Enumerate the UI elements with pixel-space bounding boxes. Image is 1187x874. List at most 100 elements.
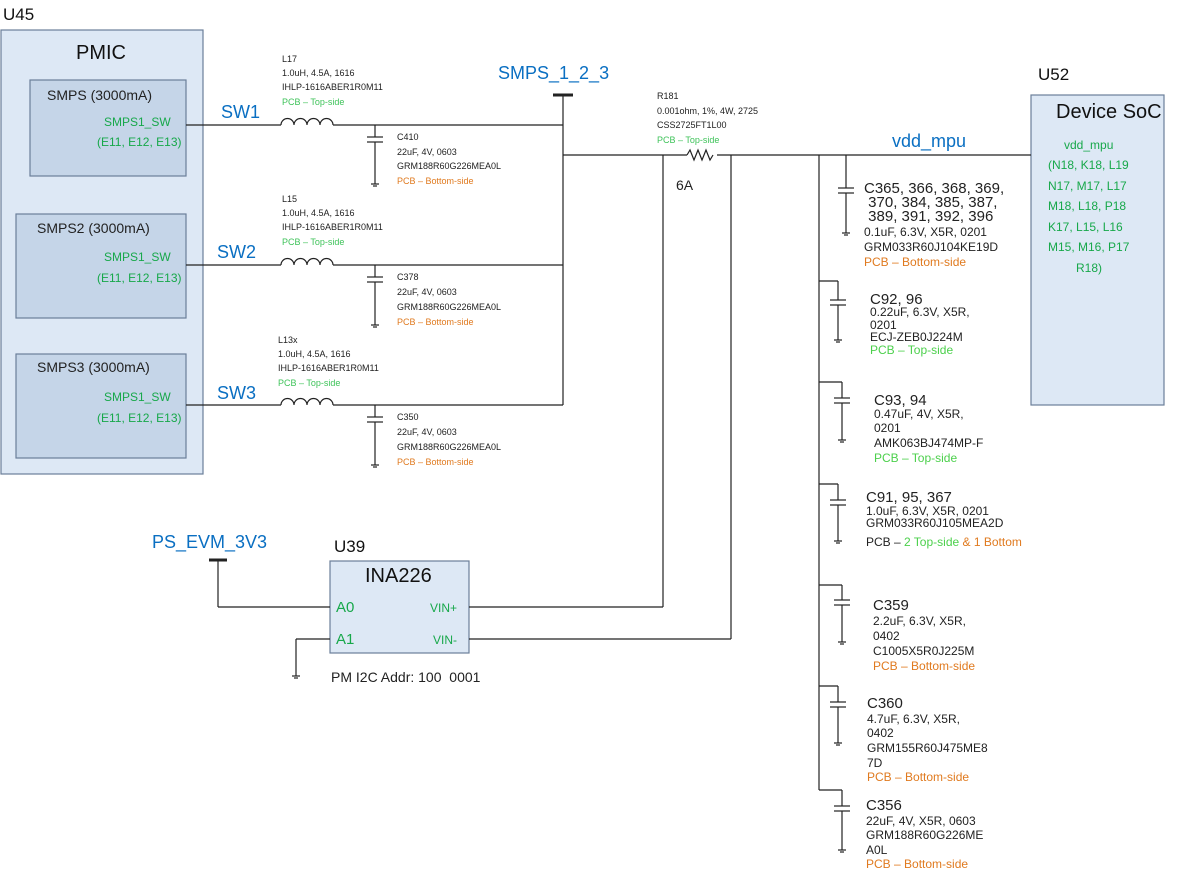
- decap-value: 0402: [873, 629, 900, 643]
- decap-side-prefix: PCB –: [866, 535, 905, 549]
- ina-pin-vinp: VIN+: [430, 601, 458, 615]
- decap-side: PCB – Bottom-side: [866, 857, 969, 871]
- ina-block: [329, 560, 470, 654]
- decap-ref: C360: [867, 695, 903, 712]
- l17-side: PCB – Top-side: [282, 97, 345, 107]
- c378-side: PCB – Bottom-side: [397, 317, 474, 327]
- soc-balls-line: M18, L18, P18: [1048, 199, 1127, 213]
- smps3-label: SMPS3 (3000mA): [37, 359, 150, 375]
- c350-ref: C350: [397, 412, 419, 422]
- l17-value: 1.0uH, 4.5A, 1616: [282, 68, 355, 78]
- decap-ref: 389, 391, 392, 396: [864, 208, 994, 225]
- decap-part: AMK063BJ474MP-F: [874, 436, 984, 450]
- decap-ref: C365, 366, 368, 369,: [864, 180, 1005, 197]
- l13x-part: IHLP-1616ABER1R0M11: [278, 363, 379, 373]
- c378-value: 22uF, 4V, 0603: [397, 287, 457, 297]
- decap-value: 0.47uF, 4V, X5R,: [874, 407, 964, 421]
- l15-part: IHLP-1616ABER1R0M11: [282, 222, 383, 232]
- decap-value: 0.22uF, 6.3V, X5R,: [870, 305, 970, 319]
- soc-balls-line: (N18, K18, L19: [1048, 158, 1129, 172]
- pmic-ref: U45: [3, 5, 35, 24]
- net-ps-evm-3v3: PS_EVM_3V3: [152, 532, 268, 552]
- ina-i2c-address: PM I2C Addr: 100 0001: [331, 669, 481, 685]
- c410-part: GRM188R60G226MEA0L: [397, 161, 502, 171]
- r181-current: 6A: [676, 177, 694, 193]
- l13x-ref: L13x: [278, 335, 298, 345]
- soc-block: [1030, 94, 1165, 406]
- r181-value: 0.001ohm, 1%, 4W, 2725: [657, 106, 759, 116]
- decap-part: GRM033R60J104KE19D: [864, 240, 999, 254]
- decap-side: PCB – 2 Top-side & 1 Bottom: [866, 536, 1022, 548]
- l15-value: 1.0uH, 4.5A, 1616: [282, 208, 355, 218]
- decap-ref: 370, 384, 385, 387,: [864, 194, 998, 211]
- smps1-label: SMPS (3000mA): [47, 87, 153, 103]
- ina-title: INA226: [365, 565, 432, 587]
- smps1-block: [29, 79, 187, 177]
- decap-ref: C356: [866, 797, 902, 814]
- r181-part: CSS2725FT1L00: [657, 120, 727, 130]
- l13x-value: 1.0uH, 4.5A, 1616: [278, 349, 351, 359]
- decap-ref: C93, 94: [874, 392, 927, 409]
- smps2-block: [15, 213, 187, 319]
- net-sw1: SW1: [221, 102, 261, 122]
- soc-balls-line: M15, M16, P17: [1048, 240, 1130, 254]
- c378-ref: C378: [397, 272, 419, 282]
- inductor-l13x-symbol: [280, 397, 334, 406]
- smps2-balls: (E11, E12, E13): [97, 271, 182, 285]
- decap-side: PCB – Top-side: [874, 451, 958, 465]
- shunt-r181-symbol: [686, 148, 714, 162]
- l15-side: PCB – Top-side: [282, 237, 345, 247]
- net-sw3: SW3: [217, 383, 257, 403]
- net-vdd-mpu: vdd_mpu: [892, 131, 967, 151]
- smps2-pin: SMPS1_SW: [104, 250, 171, 264]
- ina-pin-vinm: VIN-: [433, 633, 457, 647]
- c350-value: 22uF, 4V, 0603: [397, 427, 457, 437]
- smps3-balls: (E11, E12, E13): [97, 411, 182, 425]
- decap-side: PCB – Bottom-side: [873, 659, 976, 673]
- soc-balls-line: K17, L15, L16: [1048, 220, 1123, 234]
- r181-side: PCB – Top-side: [657, 135, 720, 145]
- decap-side: PCB – Bottom-side: [864, 255, 967, 269]
- decap-part: GRM188R60G226ME: [866, 828, 984, 842]
- net-sw2: SW2: [217, 242, 257, 262]
- ina-pin-a0: A0: [336, 599, 355, 616]
- decap-value: 0201: [874, 421, 901, 435]
- decap-part: GRM155R60J475ME8: [867, 741, 988, 755]
- c350-part: GRM188R60G226MEA0L: [397, 442, 502, 452]
- decap-value: 2.2uF, 6.3V, X5R,: [873, 614, 966, 628]
- decap-ref: C359: [873, 597, 909, 614]
- c378-part: GRM188R60G226MEA0L: [397, 302, 502, 312]
- c410-value: 22uF, 4V, 0603: [397, 147, 457, 157]
- decap-value: 0201: [870, 318, 897, 332]
- soc-balls-line: N17, M17, L17: [1048, 179, 1127, 193]
- decap-part: GRM033R60J105MEA2D: [866, 516, 1004, 530]
- decap-side-joiner: &: [959, 535, 974, 549]
- decap-value: 4.7uF, 6.3V, X5R,: [867, 712, 960, 726]
- c350-side: PCB – Bottom-side: [397, 457, 474, 467]
- l17-part: IHLP-1616ABER1R0M11: [282, 82, 383, 92]
- decap-value: 22uF, 4V, X5R, 0603: [866, 814, 976, 828]
- decap-side: PCB – Top-side: [870, 343, 954, 357]
- decap-part: C1005X5R0J225M: [873, 644, 975, 658]
- decap-value: 1.0uF, 6.3V, X5R, 0201: [866, 504, 989, 518]
- decap-side: PCB – Bottom-side: [867, 770, 970, 784]
- decap-side-bottom: 1 Bottom: [973, 535, 1022, 549]
- c410-side: PCB – Bottom-side: [397, 176, 474, 186]
- decap-part: 7D: [867, 756, 883, 770]
- net-smps-1-2-3: SMPS_1_2_3: [498, 63, 610, 83]
- decap-ref: C92, 96: [870, 291, 923, 308]
- soc-pin: vdd_mpu: [1064, 138, 1114, 152]
- soc-balls-line: R18): [1076, 261, 1103, 275]
- decap-ref: C91, 95, 367: [866, 489, 952, 506]
- ina-ref: U39: [334, 537, 366, 556]
- l17-ref: L17: [282, 54, 298, 64]
- smps3-block: [15, 353, 187, 459]
- decap-value: 0402: [867, 726, 894, 740]
- pmic-title: PMIC: [76, 42, 126, 64]
- decap-side-top: 2 Top-side: [904, 535, 960, 549]
- r181-ref: R181: [657, 91, 679, 101]
- soc-title: Device SoC: [1056, 101, 1162, 123]
- smps3-pin: SMPS1_SW: [104, 390, 171, 404]
- inductor-l15-symbol: [280, 257, 334, 266]
